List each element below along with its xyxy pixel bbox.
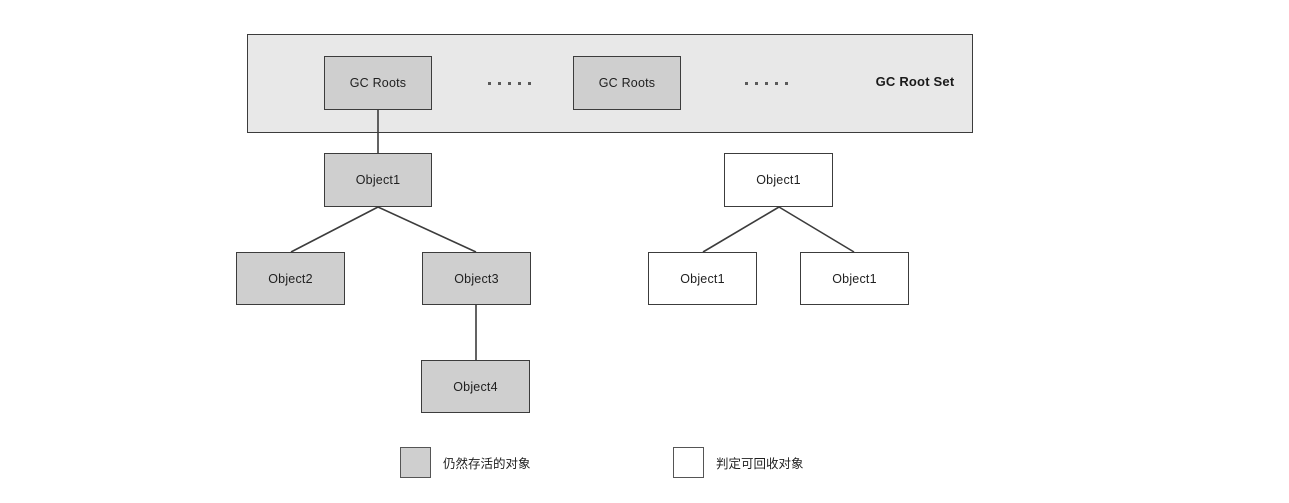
legend-swatch-alive-icon bbox=[400, 447, 431, 478]
object-node-label: Object4 bbox=[453, 379, 498, 394]
legend-swatch-garbage-icon bbox=[673, 447, 704, 478]
object-node-object2[interactable]: Object2 bbox=[236, 252, 345, 305]
object-node-label: Object1 bbox=[756, 173, 801, 187]
object-node-label: Object3 bbox=[454, 271, 499, 286]
object-node-object3[interactable]: Object3 bbox=[422, 252, 531, 305]
legend-item-alive: 仍然存活的对象 bbox=[400, 447, 531, 478]
legend-item-garbage: 判定可回收对象 bbox=[673, 447, 804, 478]
gc-root-set-label: GC Root Set bbox=[875, 74, 955, 89]
object-node-label: Object1 bbox=[680, 271, 725, 286]
gc-roots-box-1[interactable]: GC Roots bbox=[324, 56, 432, 110]
object-node-object1-garbage-root[interactable]: Object1 bbox=[724, 153, 833, 207]
gc-roots-box-2-label: GC Roots bbox=[598, 76, 656, 90]
legend-label-alive: 仍然存活的对象 bbox=[443, 456, 531, 471]
gc-roots-box-1-label: GC Roots bbox=[349, 76, 407, 90]
object-node-label: Object1 bbox=[832, 271, 877, 286]
gc-roots-box-2[interactable]: GC Roots bbox=[573, 56, 681, 110]
ellipsis-dots-1 bbox=[488, 82, 531, 85]
ellipsis-dots-2 bbox=[745, 82, 788, 85]
object-node-object1-alive[interactable]: Object1 bbox=[324, 153, 432, 207]
object-node-object4[interactable]: Object4 bbox=[421, 360, 530, 413]
object-node-label: Object2 bbox=[268, 271, 313, 286]
object-node-object1-garbage-child-2[interactable]: Object1 bbox=[800, 252, 909, 305]
object-node-object1-garbage-child-1[interactable]: Object1 bbox=[648, 252, 757, 305]
legend-label-garbage: 判定可回收对象 bbox=[716, 456, 804, 471]
object-node-label: Object1 bbox=[355, 173, 401, 187]
